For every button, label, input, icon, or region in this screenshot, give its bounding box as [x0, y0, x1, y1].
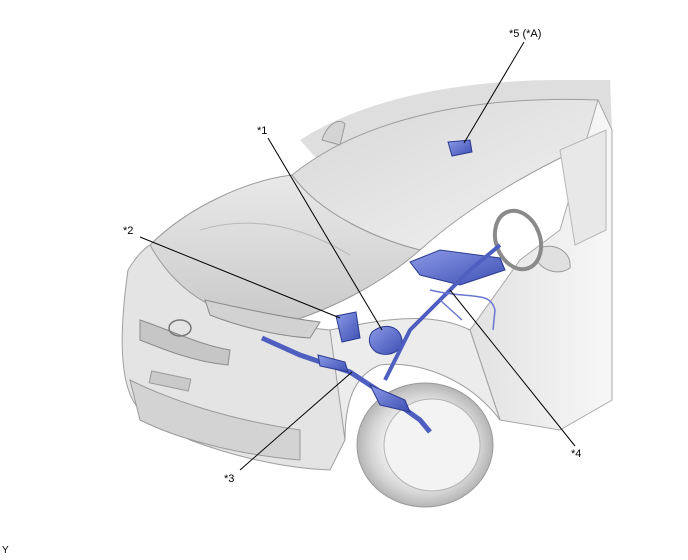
- callout-1: *1: [257, 125, 268, 137]
- component-5-forward-sensor: [447, 139, 473, 157]
- lower-bumper: [129, 379, 301, 461]
- leader-line-2: [139, 236, 341, 319]
- callout-2: *2: [123, 225, 134, 237]
- component-1-actuator: [368, 325, 403, 355]
- leader-line-5: [463, 41, 525, 144]
- callout-5: *5 (*A): [509, 28, 542, 40]
- callout-4: *4: [571, 448, 582, 460]
- wheel-rim: [383, 398, 481, 492]
- leader-lines: [139, 41, 576, 471]
- emblem: [168, 319, 192, 337]
- side-window: [559, 129, 607, 246]
- corner-mark: Y: [2, 545, 9, 556]
- headlight: [204, 299, 321, 339]
- component-3-steering-gear: [260, 335, 432, 434]
- callout-3: *3: [224, 473, 235, 485]
- leader-line-3: [239, 371, 353, 471]
- far-side-mirror: [321, 120, 346, 146]
- components: [260, 139, 506, 434]
- leader-line-4: [449, 289, 576, 447]
- car-body: [121, 80, 613, 508]
- component-2-ecu: [335, 311, 361, 343]
- side-mirror: [537, 245, 571, 273]
- leader-line-1: [267, 137, 383, 331]
